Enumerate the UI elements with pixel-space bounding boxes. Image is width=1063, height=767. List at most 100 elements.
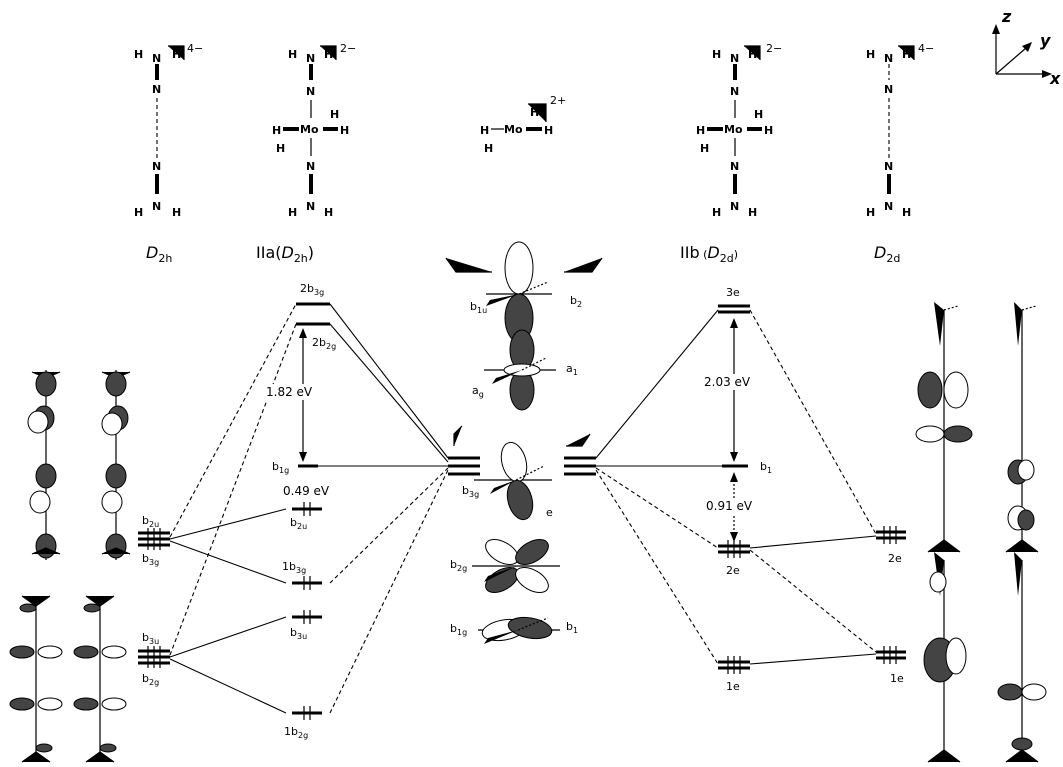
orbital-lobe — [997, 683, 1023, 701]
orbital-sketch — [9, 595, 63, 763]
atom-h: H — [712, 206, 721, 219]
symmetry-label-iia: IIa(D2h) — [256, 243, 314, 265]
orbital-sketch — [101, 370, 131, 560]
orbital-lobe — [29, 490, 51, 514]
atom-n: N — [152, 52, 161, 65]
label-b1: b1 — [760, 460, 772, 475]
x-axis-arrow — [1042, 70, 1052, 78]
orbital-lobe — [1011, 737, 1033, 751]
bracket — [898, 45, 915, 60]
atom-h: H — [764, 124, 773, 137]
iia-levels: 2b3g 2b2g 1.82 eV b1g 0.49 eV b2u 1b3g b… — [262, 282, 336, 740]
atom-mo: Mo — [724, 123, 743, 136]
label-b2u: b2u — [290, 516, 307, 531]
orbital-lobe — [9, 645, 35, 659]
symmetry-label-iib: IIb (D2d) — [680, 243, 738, 265]
atom-h: H — [754, 108, 763, 121]
orbital-lobe — [945, 637, 967, 675]
label-2b3g: 2b3g — [300, 282, 324, 297]
bracket — [168, 45, 185, 60]
nh2-end — [927, 539, 961, 553]
label-b2: b2 — [570, 294, 582, 309]
nh2-end — [101, 547, 131, 555]
molecule-d2h-left: H N H 4− N N H N H D2h — [134, 42, 203, 265]
orbital-lobe — [73, 697, 99, 711]
atom-n: N — [306, 85, 315, 98]
nh2-end — [85, 595, 115, 607]
energy-gap-label: 0.49 eV — [283, 484, 330, 498]
atom-h: H — [748, 48, 757, 61]
orbital-lobe — [27, 410, 49, 434]
correlation-line-dashed — [329, 467, 449, 584]
nh2-end — [927, 749, 961, 763]
correlation-line-dashed — [329, 469, 449, 714]
atom-h: H — [276, 142, 285, 155]
orbital-lobe — [35, 533, 57, 559]
hash-bond — [515, 465, 545, 481]
orbital-sketch — [923, 552, 967, 763]
orbital-lobe — [99, 743, 117, 753]
bracket — [528, 103, 547, 122]
charge-label: 2− — [766, 42, 782, 55]
molecule-d2d-right: H N H 4− N N H N H D2d — [866, 42, 934, 265]
correlation-line-dashed — [595, 467, 719, 549]
orbital-lobe — [917, 371, 943, 409]
label-b2g: b2g — [142, 672, 159, 687]
orbital-lobe — [37, 697, 63, 711]
hash-bond — [517, 617, 549, 631]
nh2-end — [1005, 539, 1039, 553]
molecule-iib: H N H 2− N Mo H H H H N H N H IIb (D2d) — [680, 42, 782, 265]
hash-bond — [521, 357, 547, 371]
orbital-lobe — [35, 743, 53, 753]
correlation-line — [169, 658, 287, 714]
atom-h: H — [134, 48, 143, 61]
orbital-lobe — [9, 697, 35, 711]
nh2-end — [85, 751, 115, 763]
orbital-sketch — [73, 595, 127, 763]
atom-h: H — [172, 48, 181, 61]
charge-label: 4− — [918, 42, 934, 55]
label-2e: 2e — [726, 564, 740, 577]
atom-n: N — [306, 200, 315, 213]
atom-h: H — [324, 48, 333, 61]
center-levels — [448, 425, 596, 476]
nh2-end — [1005, 749, 1039, 763]
atom-h: H — [902, 206, 911, 219]
arrow-head — [299, 328, 307, 338]
correlation-line-dashed — [169, 323, 297, 656]
atom-mo: Mo — [504, 123, 523, 136]
atom-h: H — [330, 108, 339, 121]
label-3e: 3e — [726, 286, 740, 299]
label-1e: 1e — [726, 680, 740, 693]
orbital-lobe — [485, 539, 519, 565]
atom-h: H — [696, 124, 705, 137]
bracket — [320, 45, 337, 60]
left-orbital-pictures — [9, 370, 131, 763]
arrow-head — [730, 318, 738, 328]
atom-n: N — [730, 85, 739, 98]
atom-n: N — [306, 160, 315, 173]
orbital-lobe — [943, 371, 969, 409]
y-axis-line — [995, 47, 1027, 75]
atom-mo: Mo — [300, 123, 319, 136]
label-b1: b1 — [566, 620, 578, 635]
y-axis-label: y — [1040, 31, 1051, 50]
coordinate-axes: z y x — [992, 7, 1061, 88]
charge-label: 2− — [340, 42, 356, 55]
atom-n: N — [730, 52, 739, 65]
atom-n: N — [152, 200, 161, 213]
symmetry-label-d2d: D2d — [874, 243, 900, 265]
energy-gap-label: 1.82 eV — [266, 385, 313, 399]
y-axis-arrow — [1022, 42, 1032, 52]
orbital-lobe — [515, 539, 549, 565]
orbital-lobe — [101, 697, 127, 711]
atom-h: H — [340, 124, 349, 137]
hash-bond — [943, 305, 959, 311]
orbital-sketch — [27, 370, 61, 560]
atom-n: N — [884, 52, 893, 65]
charge-label: 2+ — [550, 94, 566, 107]
atom-h: H — [324, 206, 333, 219]
orbital-lobe — [105, 533, 127, 559]
wedge-bond — [484, 630, 518, 644]
